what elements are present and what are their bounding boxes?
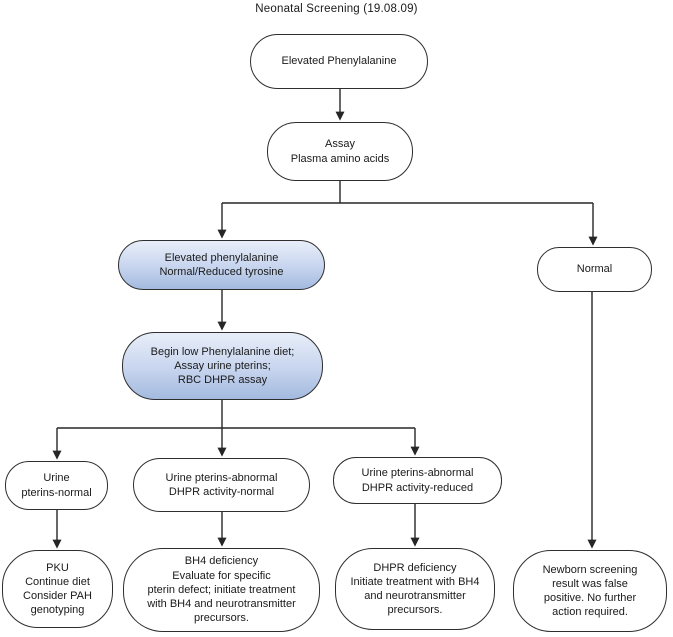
node-normal: Normal [537, 247, 652, 292]
node-urine-pterins-normal-label: Urine pterins-normal [21, 472, 92, 499]
node-begin-low-phe-diet: Begin low Phenylalanine diet; Assay urin… [122, 332, 323, 400]
node-newborn-false-positive: Newborn screening result was false posit… [513, 550, 667, 632]
node-assay-label: Assay Plasma amino acids [290, 138, 390, 165]
node-assay-plasma-amino-acids: Assay Plasma amino acids [267, 122, 413, 181]
node-urine-abnormal-dhpr-reduced-label: Urine pterins-abnormal DHPR activity-red… [361, 467, 474, 494]
node-dhpr-deficiency-label: DHPR deficiency Initiate treatment with … [350, 561, 480, 617]
node-urine-abnormal-dhpr-normal-label: Urine pterins-abnormal DHPR activity-nor… [165, 471, 278, 498]
node-elevated-phenylalanine: Elevated Phenylalanine [250, 34, 428, 89]
node-urine-abnormal-dhpr-reduced: Urine pterins-abnormal DHPR activity-red… [333, 457, 502, 504]
node-bh4-deficiency: BH4 deficiency Evaluate for specific pte… [123, 548, 320, 632]
node-bh4-deficiency-label: BH4 deficiency Evaluate for specific pte… [147, 555, 296, 625]
node-begin-low-phe-diet-label: Begin low Phenylalanine diet; Assay urin… [150, 345, 295, 387]
node-urine-pterins-normal: Urine pterins-normal [5, 461, 108, 510]
node-pku-label: PKU Continue diet Consider PAH genotypin… [23, 561, 92, 617]
diagram-title: Neonatal Screening (19.08.09) [255, 3, 418, 15]
node-elevated-phenylalanine-label: Elevated Phenylalanine [281, 55, 397, 68]
node-elevated-phe-reduced-tyrosine: Elevated phenylalanine Normal/Reduced ty… [118, 240, 325, 290]
node-normal-label: Normal [576, 263, 613, 276]
node-pku-continue-diet: PKU Continue diet Consider PAH genotypin… [2, 550, 113, 628]
node-urine-abnormal-dhpr-normal: Urine pterins-abnormal DHPR activity-nor… [133, 458, 310, 512]
node-dhpr-deficiency: DHPR deficiency Initiate treatment with … [335, 548, 495, 630]
node-elevated-phe-reduced-tyrosine-label: Elevated phenylalanine Normal/Reduced ty… [159, 251, 284, 278]
node-newborn-false-positive-label: Newborn screening result was false posit… [542, 563, 638, 619]
